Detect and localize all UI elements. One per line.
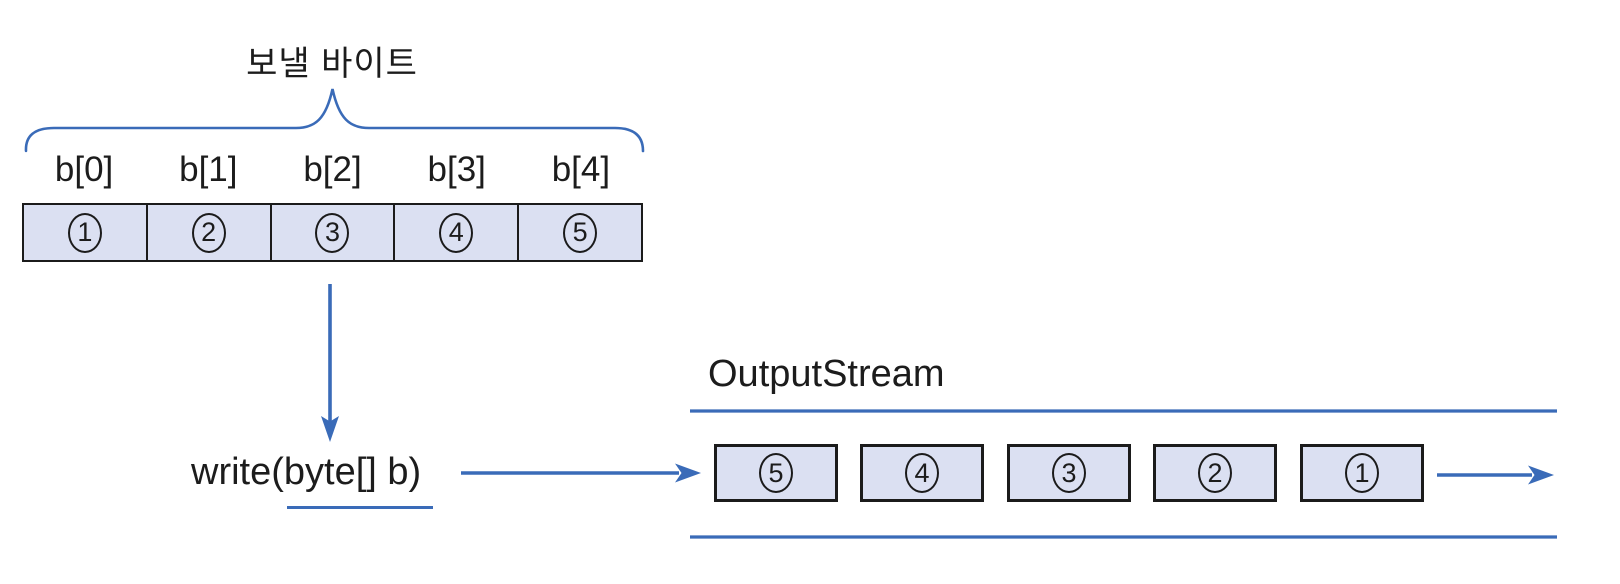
circled-number: 4 bbox=[905, 453, 939, 493]
down-arrow-head bbox=[321, 416, 339, 442]
stream-byte-box: 4 bbox=[860, 444, 984, 502]
stream-byte-box: 2 bbox=[1153, 444, 1277, 502]
index-label: b[1] bbox=[179, 150, 238, 189]
circled-number: 1 bbox=[67, 212, 102, 253]
byte-array-caption: 보낼 바이트 bbox=[246, 45, 418, 83]
byte-array-index-labels: b[0] b[1] b[2] b[3] b[4] bbox=[22, 150, 643, 194]
byte-array-cell: 2 bbox=[148, 205, 272, 260]
byte-array-cell: 3 bbox=[272, 205, 396, 260]
stream-byte-box: 3 bbox=[1007, 444, 1131, 502]
index-label: b[2] bbox=[303, 150, 362, 189]
brace bbox=[24, 88, 645, 153]
byte-array-cell: 5 bbox=[519, 205, 641, 260]
circled-number: 3 bbox=[315, 212, 350, 253]
byte-array: 1 2 3 4 5 bbox=[22, 203, 643, 262]
index-label: b[0] bbox=[54, 150, 114, 189]
byte-array-cell: 1 bbox=[24, 205, 148, 260]
circled-number: 2 bbox=[191, 212, 226, 253]
stream-byte-box: 5 bbox=[714, 444, 838, 502]
index-label: b[3] bbox=[427, 150, 486, 189]
circled-number: 2 bbox=[1198, 453, 1232, 493]
output-stream-title: OutputStream bbox=[708, 353, 945, 395]
circled-number: 1 bbox=[1345, 453, 1379, 493]
circled-number: 5 bbox=[563, 212, 598, 253]
stream-out-arrow-head bbox=[1528, 465, 1554, 485]
index-label: b[4] bbox=[551, 150, 611, 189]
byte-array-cell: 4 bbox=[395, 205, 520, 260]
stream-byte-box: 1 bbox=[1300, 444, 1424, 502]
circled-number: 5 bbox=[759, 453, 793, 493]
write-method-label: write(byte[] b) bbox=[191, 451, 422, 493]
circled-number: 4 bbox=[439, 212, 474, 253]
write-to-stream-arrow-head bbox=[675, 463, 701, 483]
circled-number: 3 bbox=[1052, 453, 1086, 493]
